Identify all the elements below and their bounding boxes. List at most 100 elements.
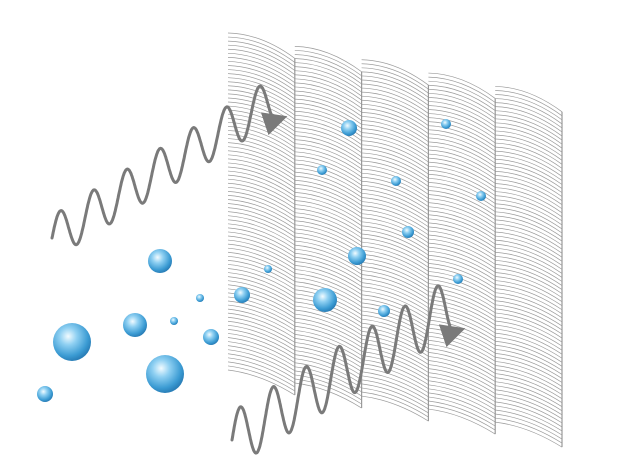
panel-line: [361, 148, 429, 175]
panel-line: [361, 160, 429, 187]
panel-line: [361, 71, 429, 98]
panel-line: [227, 227, 295, 254]
panel-line: [227, 369, 295, 396]
panel-line: [294, 86, 362, 113]
panel-line: [294, 350, 362, 376]
panel-line: [495, 138, 563, 165]
particle-bubble: [313, 288, 337, 312]
panel-line: [495, 401, 563, 428]
panel-column: [495, 86, 563, 448]
panel-line: [227, 288, 295, 315]
panel-line: [361, 306, 429, 333]
panel-line: [294, 305, 362, 332]
panel-line: [495, 175, 563, 201]
panel-line: [428, 125, 496, 152]
panel-line: [294, 260, 362, 287]
panel-line: [428, 105, 496, 132]
panel-line: [227, 324, 295, 351]
panel-line: [227, 255, 295, 282]
panel-line: [294, 329, 362, 356]
panel-line: [361, 383, 429, 410]
panel-line: [495, 348, 563, 375]
panel-line: [495, 150, 563, 177]
panel-line: [495, 292, 563, 319]
panel-line: [361, 261, 429, 288]
panel-line: [361, 132, 429, 159]
panel-line: [227, 93, 296, 120]
panel-line: [227, 57, 296, 83]
panel-line: [428, 129, 496, 156]
panel-line: [227, 329, 295, 355]
panel-line: [495, 134, 563, 161]
panel-line: [428, 376, 496, 403]
panel-line: [495, 344, 563, 371]
panel-line: [361, 351, 429, 377]
panel-line: [227, 52, 296, 79]
panel-line: [227, 280, 295, 307]
panel-line: [361, 205, 429, 232]
panel-line: [294, 139, 362, 166]
panel-line: [428, 234, 496, 261]
panel-line: [428, 113, 496, 140]
panel-line: [294, 66, 362, 93]
particle-bubble: [53, 323, 91, 361]
panel-line: [495, 264, 563, 290]
panel-line: [428, 303, 496, 330]
panel-line: [227, 268, 295, 294]
panel-line: [294, 224, 362, 251]
panel-line: [227, 207, 295, 234]
panel-line: [428, 141, 496, 168]
panel-line: [495, 405, 563, 432]
panel-line: [227, 101, 296, 128]
panel-line: [227, 178, 295, 205]
panel-line: [227, 219, 295, 246]
panel-line: [428, 153, 496, 180]
panel-line: [227, 215, 295, 242]
panel-line: [294, 171, 362, 198]
panel-line: [361, 278, 429, 304]
panel-line: [495, 187, 563, 214]
panel-line: [428, 238, 496, 265]
panel-line: [294, 366, 362, 393]
panel-line: [495, 207, 563, 234]
panel-line: [361, 79, 429, 106]
panel-line: [227, 231, 295, 258]
panel-line: [428, 392, 496, 419]
panel-line: [294, 62, 362, 89]
panel-line: [495, 118, 563, 145]
panel-line: [294, 70, 362, 97]
panel-line: [428, 157, 496, 184]
particle-bubble: [341, 120, 357, 136]
panel-line: [495, 158, 563, 185]
panel-line: [227, 260, 295, 286]
panel-line: [428, 186, 496, 212]
panel-line: [428, 117, 496, 144]
panel-line: [361, 379, 429, 406]
panel-line: [361, 322, 429, 349]
panel-line: [495, 385, 563, 412]
panel-line: [361, 87, 429, 114]
panel-line: [227, 251, 295, 278]
panel-line: [428, 396, 496, 423]
panel-line: [294, 159, 362, 186]
panel-line: [294, 346, 362, 372]
panel-line: [495, 203, 563, 230]
particle-bubble: [348, 247, 366, 265]
panel-line: [294, 143, 362, 170]
panel-line: [495, 268, 563, 294]
panel-line: [495, 251, 563, 278]
panel-line: [361, 91, 429, 118]
panel-line: [495, 110, 563, 137]
panel-line: [361, 310, 429, 337]
panel-line: [495, 231, 563, 258]
panel-line: [361, 245, 429, 272]
panel-line: [495, 417, 563, 444]
panel-line: [361, 302, 429, 329]
panel-line: [294, 127, 362, 154]
panel-line: [294, 256, 362, 283]
particle-bubble: [123, 313, 147, 337]
panel-line: [495, 324, 563, 351]
panel-line: [495, 316, 563, 343]
panel-line: [294, 269, 362, 295]
